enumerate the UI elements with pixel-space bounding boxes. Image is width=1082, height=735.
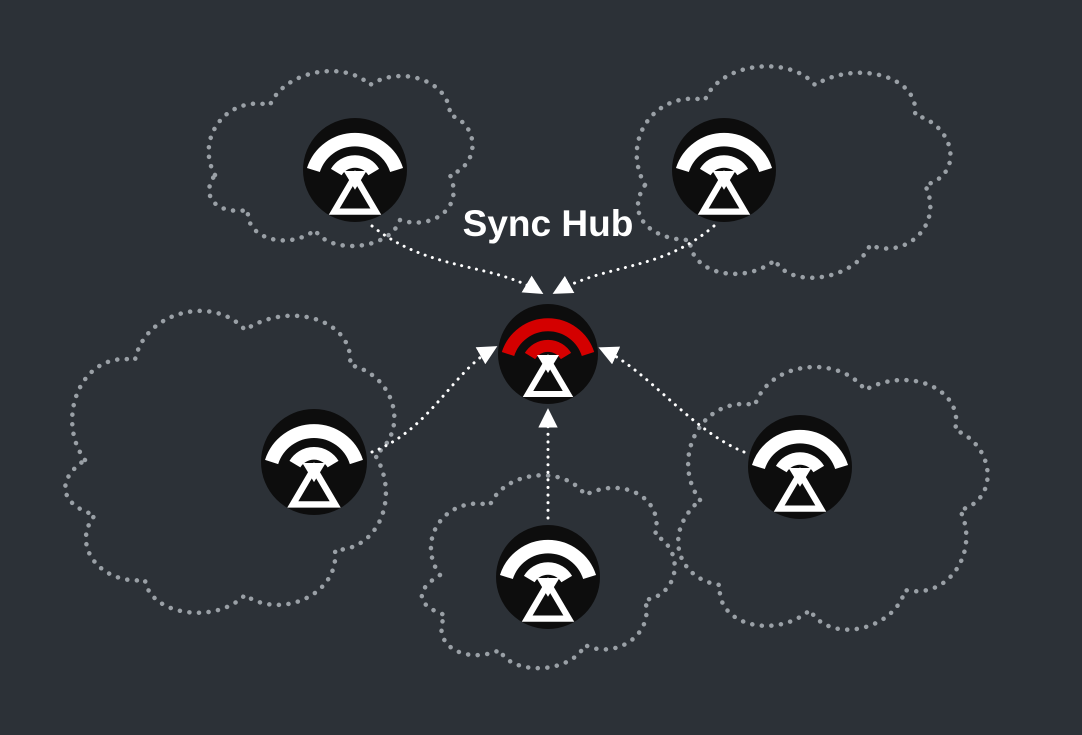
hub-icon — [498, 304, 598, 404]
cloud-group — [63, 64, 990, 671]
cloud-top-left — [206, 69, 475, 249]
device-icon-mid-left — [261, 409, 367, 515]
hub-title: Sync Hub — [463, 203, 634, 244]
cloud-bottom-center — [419, 473, 677, 671]
hub-node: Sync Hub — [463, 203, 634, 404]
device-icon-mid-right — [748, 415, 852, 519]
arrow-top-right-to-hub — [552, 224, 716, 294]
device-icon-top-left — [303, 118, 407, 222]
connection-group — [370, 224, 746, 520]
arrow-mid-right-to-hub — [598, 346, 746, 454]
arrow-mid-left-to-hub — [370, 346, 498, 454]
device-icon-bottom-center — [496, 525, 600, 629]
device-icon-top-right — [672, 118, 776, 222]
